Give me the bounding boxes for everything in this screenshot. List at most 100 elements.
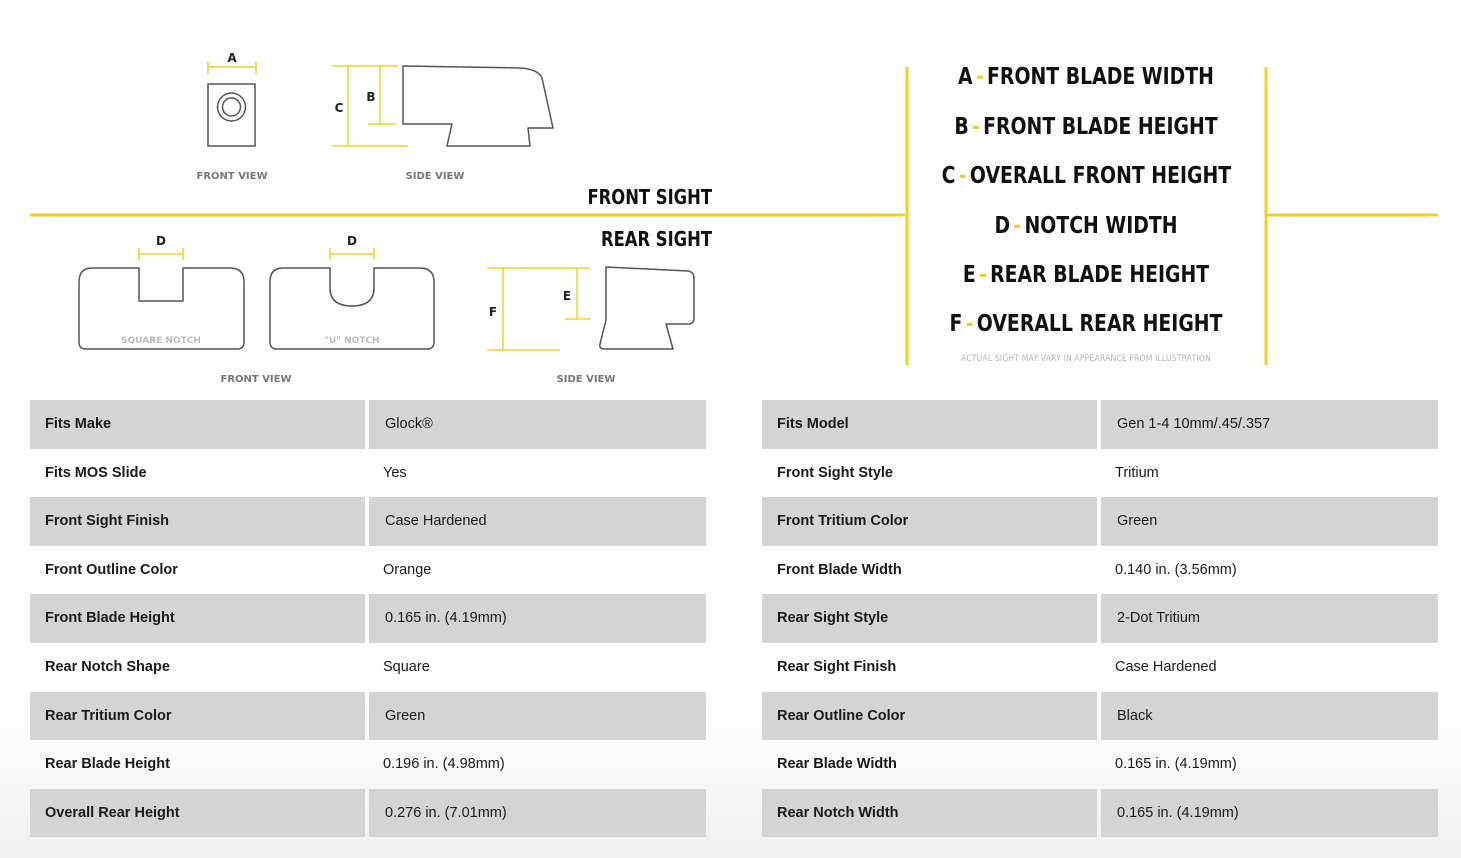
table-row: Front Blade Width 0.140 in. (3.56mm) [762,546,1438,595]
legend-letter: E [962,262,976,288]
legend-dash: - [975,64,984,90]
spec-value: Case Hardened [369,497,706,546]
legend-letter: A [958,64,973,90]
legend-letter: D [994,213,1011,239]
spec-label: Front Tritium Color [762,497,1097,546]
spec-label: Rear Blade Height [45,756,170,773]
spec-value: Case Hardened [1115,658,1217,675]
legend-text: OVERALL REAR HEIGHT [976,311,1223,337]
spec-value: 2-Dot Tritium [1101,594,1438,643]
spec-value: Black [1101,691,1438,741]
legend-dash: - [965,311,974,337]
rear-sight-title: REAR SIGHT [601,229,712,252]
spec-value: 0.165 in. (4.19mm) [369,594,706,643]
u-notch-label: "U" NOTCH [324,336,379,346]
spec-value: Green [369,691,706,741]
table-row: Front Sight Style Tritium [762,449,1438,498]
spec-label: Rear Outline Color [762,691,1097,741]
spec-value: Square [383,658,430,675]
spec-label: Front Sight Style [777,464,893,481]
legend-letter: B [954,114,969,140]
front-sight-side-view: C B SIDE VIEW [332,65,554,182]
spec-label: Fits MOS Slide [45,464,147,481]
spec-label: Rear Blade Width [777,756,897,773]
front-sight-front-view: A FRONT VIEW [196,51,267,182]
spec-label: Rear Sight Style [762,594,1097,643]
spec-value: Yes [383,464,407,481]
rear-sight-square-notch: D SQUARE NOTCH [78,234,245,350]
front-view-label-bottom: FRONT VIEW [220,374,291,385]
table-row: Rear Notch Shape Square [30,643,706,692]
spec-label: Front Blade Height [30,594,365,643]
spec-label: Rear Tritium Color [30,691,365,741]
sight-diagram: FRONT SIGHT REAR SIGHT A FRONT VIEW C B … [30,51,1438,385]
legend-dash: - [1013,213,1022,239]
table-row: Rear Sight Finish Case Hardened [762,643,1438,692]
dim-f-label: F [489,305,497,319]
side-view-label-top: SIDE VIEW [406,171,465,182]
spec-label: Front Outline Color [45,561,178,578]
spec-value: 0.140 in. (3.56mm) [1115,561,1237,578]
table-row: Rear Blade Height 0.196 in. (4.98mm) [30,740,706,789]
spec-label: Front Blade Width [777,561,902,578]
dim-d-label-u: D [347,234,357,248]
legend-dash: - [979,262,987,288]
legend-dash: - [971,114,980,140]
spec-value: 0.165 in. (4.19mm) [1115,756,1237,773]
legend-item-f: F-OVERALL REAR HEIGHT [942,311,1231,337]
spec-value: Tritium [1115,464,1159,481]
spec-value: 0.196 in. (4.98mm) [383,756,505,773]
dim-a-label: A [227,51,237,65]
spec-label: Rear Notch Shape [45,658,170,675]
rear-sight-side-view: F E SIDE VIEW [487,266,695,385]
legend-text: OVERALL FRONT HEIGHT [969,163,1232,189]
legend-text: REAR BLADE HEIGHT [990,262,1210,288]
spec-label: Overall Rear Height [30,788,365,838]
legend-letter: F [949,311,963,337]
legend-item-a: A-FRONT BLADE WIDTH [942,64,1231,90]
front-sight-title: FRONT SIGHT [587,187,712,210]
legend-disclaimer: ACTUAL SIGHT MAY VARY IN APPEARANCE FROM… [961,354,1211,364]
legend-text: FRONT BLADE WIDTH [987,64,1214,90]
dim-e-label: E [563,289,571,303]
table-row: Rear Blade Width 0.165 in. (4.19mm) [762,740,1438,789]
spec-label: Rear Notch Width [762,788,1097,838]
table-row: Fits MOS Slide Yes [30,449,706,498]
dim-b-label: B [366,90,375,104]
legend-letter: C [941,163,956,189]
side-view-label-bottom: SIDE VIEW [557,374,616,385]
rear-sight-u-notch: D "U" NOTCH [269,234,435,350]
legend-dash: - [958,163,967,189]
spec-value: 0.276 in. (7.01mm) [369,788,706,838]
square-notch-label: SQUARE NOTCH [121,336,201,346]
front-view-label-top: FRONT VIEW [196,171,267,182]
spec-label: Front Sight Finish [30,497,365,546]
legend-item-b: B-FRONT BLADE HEIGHT [942,114,1231,140]
legend-item-e: E-REAR BLADE HEIGHT [942,262,1231,288]
legend-item-d: D-NOTCH WIDTH [942,213,1231,239]
spec-label: Fits Make [30,400,365,449]
legend-item-c: C-OVERALL FRONT HEIGHT [942,163,1231,189]
spec-value: 0.165 in. (4.19mm) [1101,788,1438,838]
dim-d-label-square: D [156,234,166,248]
spec-value: Gen 1-4 10mm/.45/.357 [1101,400,1438,449]
spec-label: Rear Sight Finish [777,658,897,675]
spec-label: Fits Model [762,400,1097,449]
legend-text: FRONT BLADE HEIGHT [983,114,1218,140]
dim-c-label: C [335,101,344,115]
spec-value: Glock® [369,400,706,449]
legend-text: NOTCH WIDTH [1024,213,1178,239]
